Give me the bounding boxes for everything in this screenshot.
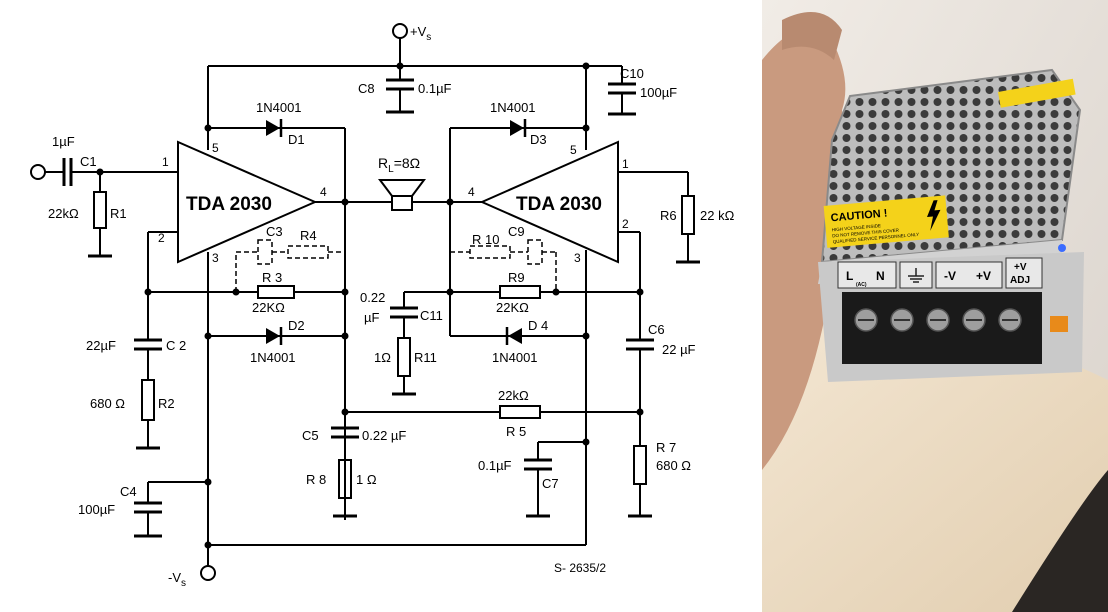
power-led [1058, 244, 1066, 252]
r2-label: R2 [158, 396, 175, 411]
caution-title: CAUTION ! [830, 208, 888, 225]
chip-left-label: TDA 2030 [186, 194, 272, 215]
terminal-label-neg: -V [944, 269, 956, 283]
r9-value: 22KΩ [496, 300, 529, 315]
pin-l1: 1 [162, 155, 169, 169]
pin-r1: 1 [622, 157, 629, 171]
r1-value: 22kΩ [48, 206, 79, 221]
adj-label-line1: +V [1014, 262, 1027, 273]
r3-label: R 3 [262, 270, 282, 285]
c1-value: 1µF [52, 134, 75, 149]
chip-right-label: TDA 2030 [516, 194, 602, 215]
vs-neg-label: -Vs [168, 570, 186, 589]
c10-value: 100µF [640, 85, 677, 100]
r1-label: R1 [110, 206, 127, 221]
pin-r4: 4 [468, 185, 475, 199]
r8-value: 1 Ω [356, 472, 377, 487]
r10-label: R 10 [472, 232, 499, 247]
caution-label: CAUTION ! HIGH VOLTAGE INSIDE DO NOT REM… [823, 195, 949, 248]
r2-value: 680 Ω [90, 396, 125, 411]
schematic-code: S- 2635/2 [554, 561, 606, 575]
power-supply-photo: CAUTION ! HIGH VOLTAGE INSIDE DO NOT REM… [762, 0, 1108, 612]
c6-value: 22 µF [662, 342, 696, 357]
r9-label: R9 [508, 270, 525, 285]
c8-value: 0.1µF [418, 81, 452, 96]
c7-value: 0.1µF [478, 458, 512, 473]
r6-value: 22 kΩ [700, 208, 735, 223]
d2-label: D2 [288, 318, 305, 333]
r5-value: 22kΩ [498, 388, 529, 403]
d4-label: D 4 [528, 318, 548, 333]
c6-label: C6 [648, 322, 665, 337]
r7-value: 680 Ω [656, 458, 691, 473]
c7-label: C7 [542, 476, 559, 491]
r8-label: R 8 [306, 472, 326, 487]
d1-value: 1N4001 [256, 100, 302, 115]
ground-icon [908, 268, 924, 283]
pin-l4: 4 [320, 185, 327, 199]
d1-label: D1 [288, 132, 305, 147]
pin-l5: 5 [212, 141, 219, 155]
top-sticker [997, 78, 1076, 108]
r5-label: R 5 [506, 424, 526, 439]
d3-value: 1N4001 [490, 100, 536, 115]
d2-value: 1N4001 [250, 350, 296, 365]
c2-value: 22µF [86, 338, 116, 353]
d4-value: 1N4001 [492, 350, 538, 365]
vs-pos-label: +Vs [410, 24, 431, 43]
c2-label: C 2 [166, 338, 186, 353]
caution-line1: HIGH VOLTAGE INSIDE [832, 223, 882, 232]
pin-l2: 2 [158, 231, 165, 245]
c4-label: C4 [120, 484, 137, 499]
r11-label: R11 [414, 350, 437, 365]
terminal-label-n: N [876, 269, 885, 283]
c9-label: C9 [508, 224, 525, 239]
voltage-adjust-pot [1050, 316, 1068, 332]
lightning-icon [927, 200, 941, 231]
terminal-label-pos: +V [976, 269, 991, 283]
pin-r5: 5 [570, 143, 577, 157]
r7-label: R 7 [656, 440, 676, 455]
pin-r3: 3 [574, 251, 581, 265]
c11-label: C11 [420, 308, 443, 323]
terminal-label-l: L [846, 269, 853, 283]
c10-label: C10 [620, 66, 644, 81]
c4-value: 100µF [78, 502, 115, 517]
terminal-label-ac: (AC) [856, 282, 867, 288]
c3-label: C3 [266, 224, 283, 239]
c5-value: 0.22 µF [362, 428, 406, 443]
caution-line2: DO NOT REMOVE THIS COVER [832, 227, 900, 238]
c1-label: C1 [80, 154, 97, 169]
load-label: RL=8Ω [378, 155, 420, 175]
c5-label: C5 [302, 428, 319, 443]
amplifier-schematic: +Vs -Vs TDA 2030 TDA 2030 RL=8Ω 1 2 3 4 … [30, 23, 735, 589]
pin-l3: 3 [212, 251, 219, 265]
adj-label-line2: ADJ [1010, 275, 1030, 286]
r6-label: R6 [660, 208, 677, 223]
c11-value-b: µF [364, 310, 379, 325]
pin-r2: 2 [622, 217, 629, 231]
c8-label: C8 [358, 81, 375, 96]
r3-value: 22KΩ [252, 300, 285, 315]
r4-label: R4 [300, 228, 317, 243]
c11-value-a: 0.22 [360, 290, 385, 305]
d3-label: D3 [530, 132, 547, 147]
r11-value: 1Ω [374, 350, 391, 365]
